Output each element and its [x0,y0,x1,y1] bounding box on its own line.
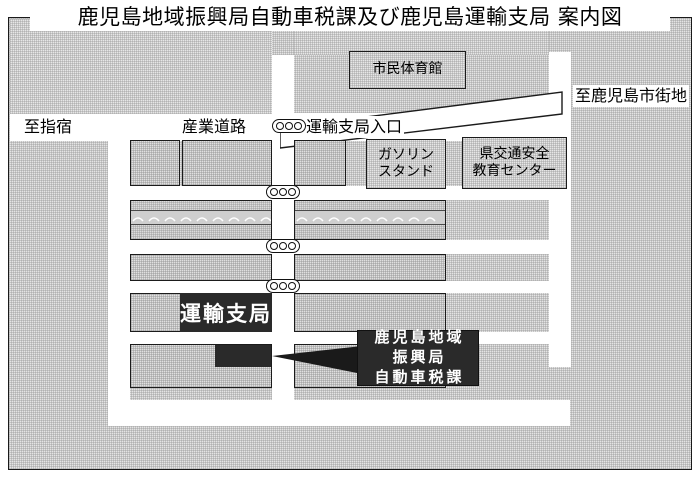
block-row1-a [130,140,180,186]
block-upper-left [10,19,272,114]
road-left-vertical [108,140,130,402]
block-row3-left [130,254,272,281]
road-row-gap-4 [108,332,570,344]
signal-lamp [294,122,302,130]
callout-line1: 鹿児島地域 [374,328,465,347]
label-text: 至鹿児島市街地 [575,86,688,105]
callout-line3: 自動車税課 [374,367,465,386]
river-left-segment [130,200,272,240]
traffic-signal-icon [272,119,306,133]
block-row3-right [294,254,446,281]
building-kotsu-anzen-center: 県交通安全 教育センター [462,137,567,189]
callout-arrow [272,346,362,374]
label-unyu-entrance: 運輸支局入口 [304,116,405,138]
block-row1-b [182,140,272,186]
block-row1-c [294,140,346,186]
building-label-line1: ガソリン [378,146,434,163]
building-shimin-taiikukan: 市民体育館 [349,51,466,89]
signal-lamp [279,188,287,196]
river-right-segment [294,200,446,240]
label-sangyo-doro: 産業道路 [180,116,249,138]
signal-lamp [288,282,296,290]
building-label: 市民体育館 [372,61,443,78]
building-label-line1: 県交通安全 [479,145,550,162]
signal-lamp [270,282,278,290]
block-unyu-row-right [294,293,446,332]
signal-lamp [279,242,287,250]
signal-lamp [270,188,278,196]
page-title: 鹿児島地域振興局自動車税課及び鹿児島運輸支局 案内図 [77,4,623,29]
river-water-band [295,210,445,225]
callout-line2: 振興局 [392,348,447,367]
label-text: 運輸支局入口 [306,117,403,136]
highlight-jidosha-zeika-site [215,345,271,367]
label-text: 産業道路 [182,117,247,136]
building-gasoline-stand: ガソリン スタンド [366,139,446,189]
traffic-signal-icon [266,185,300,199]
signal-lamp [288,188,296,196]
signal-lamp [270,242,278,250]
signal-lamp [288,242,296,250]
traffic-signal-icon [266,279,300,293]
callout-jidosha-zeika: 鹿児島地域 振興局 自動車税課 [357,328,479,386]
signal-lamp [279,282,287,290]
road-bottom-horizontal [108,400,570,426]
label-text: 至指宿 [24,117,73,136]
highlight-label: 運輸支局 [180,301,272,326]
signal-lamp [285,122,293,130]
traffic-signal-icon [266,239,300,253]
river-water-band [131,210,271,225]
title-banner: 鹿児島地域振興局自動車税課及び鹿児島運輸支局 案内図 [30,0,670,31]
label-to-kagoshima-city: 至鹿児島市街地 [573,85,690,107]
building-label-line2: スタンド [378,164,434,180]
road-row-gap-2 [108,240,570,254]
road-row-gap-3 [108,281,570,293]
building-label-line2: 教育センター [472,163,557,179]
signal-lamp [276,122,284,130]
highlight-unyu-shikyoku: 運輸支局 [180,293,272,332]
label-to-ibusuki: 至指宿 [22,116,75,138]
road-row-gap-1 [108,186,570,200]
